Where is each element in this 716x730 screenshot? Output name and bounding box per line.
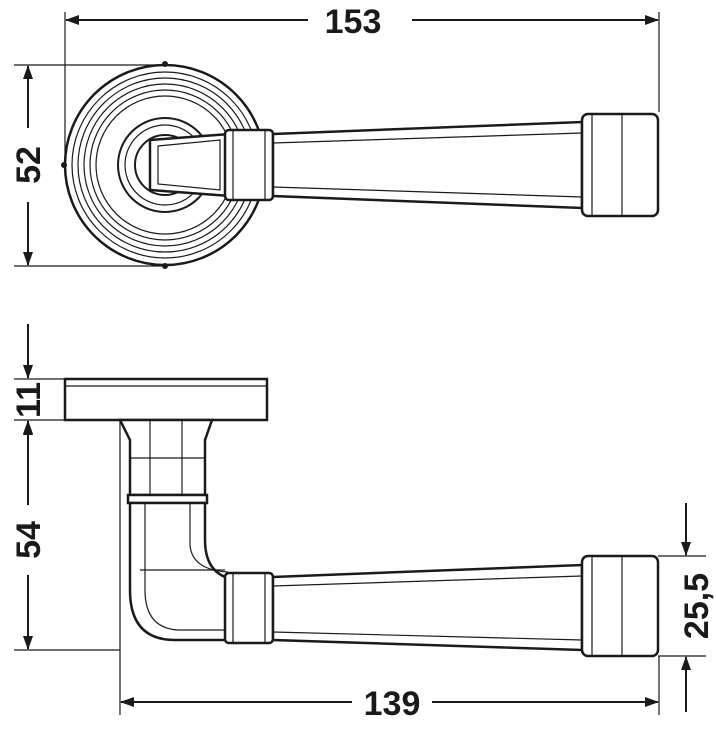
neck-side	[117, 418, 214, 505]
dimension-label-52: 52	[10, 146, 48, 184]
dimension-label-139: 139	[364, 685, 421, 723]
elbow-side	[128, 501, 242, 642]
dimension-label-11: 11	[10, 382, 48, 418]
top-view: 153 52	[10, 3, 660, 269]
dimension-overall-length: 153	[64, 3, 660, 155]
dimension-grip-height: 25,5	[658, 503, 716, 712]
lever-top	[148, 112, 660, 218]
rose-side	[63, 377, 269, 422]
side-view: 11 54 139 25,5	[10, 324, 716, 723]
dimension-label-153: 153	[325, 3, 382, 41]
dimension-projection: 54	[10, 421, 120, 651]
dimension-label-25-5: 25,5	[678, 573, 716, 639]
dimension-rose-diameter: 52	[10, 64, 165, 267]
dimension-rose-height: 11	[10, 324, 120, 445]
lever-side	[223, 554, 660, 658]
dimension-label-54: 54	[10, 521, 48, 559]
dimension-lever-length: 139	[119, 420, 660, 723]
